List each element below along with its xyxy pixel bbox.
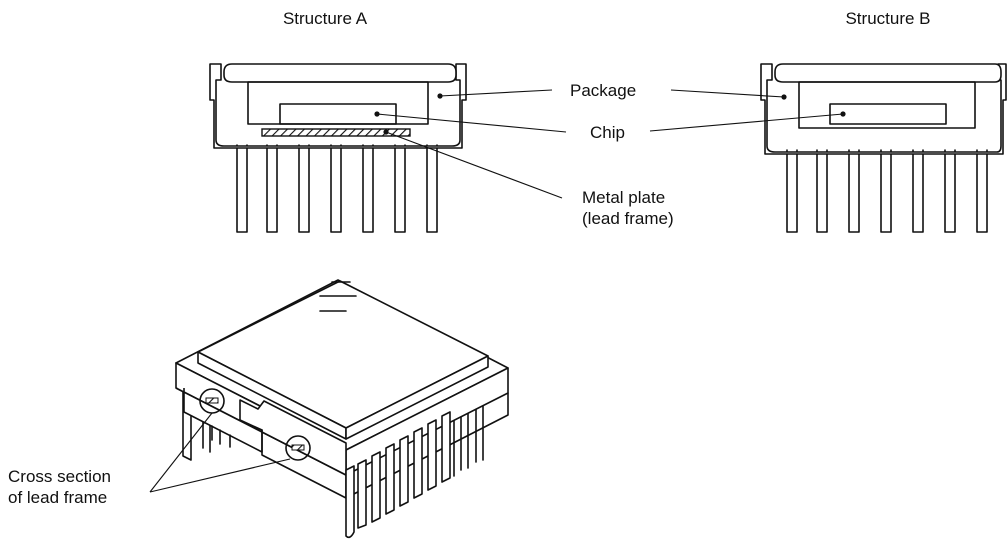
structure-a-cavity — [247, 81, 429, 125]
isometric-package — [175, 279, 509, 539]
package-label: Package — [570, 81, 636, 100]
structure-b-drawing — [760, 63, 1007, 233]
lead-frame-caption: of lead frame — [8, 488, 107, 507]
isometric-lower-body — [175, 387, 347, 476]
structure-a-metal-plate — [261, 128, 411, 137]
structure-b-title: Structure B — [845, 9, 930, 28]
cross-section-circle-2 — [285, 435, 311, 461]
lead-frame-label: (lead frame) — [582, 209, 674, 228]
structure-b-chip — [829, 103, 947, 125]
structure-a-leads — [236, 144, 438, 233]
structure-a-package-body — [209, 63, 467, 149]
structure-b-lid — [774, 63, 1002, 83]
isometric-lid-right — [345, 355, 489, 440]
bottom-callout-lines — [149, 412, 291, 493]
structure-b-package-body — [760, 63, 1007, 155]
structure-a-chip — [279, 103, 397, 125]
metal-plate-label: Metal plate — [582, 188, 665, 207]
structure-a-lid — [223, 63, 457, 83]
cross-section-label: Cross section — [8, 467, 111, 486]
structure-b-cavity — [798, 81, 976, 129]
structure-a-drawing — [209, 63, 467, 233]
chip-label: Chip — [590, 123, 625, 142]
structure-b-leads — [786, 149, 988, 233]
top-callout-lines — [374, 89, 846, 199]
isometric-front-leads — [345, 411, 451, 539]
structure-a-title: Structure A — [283, 9, 368, 28]
